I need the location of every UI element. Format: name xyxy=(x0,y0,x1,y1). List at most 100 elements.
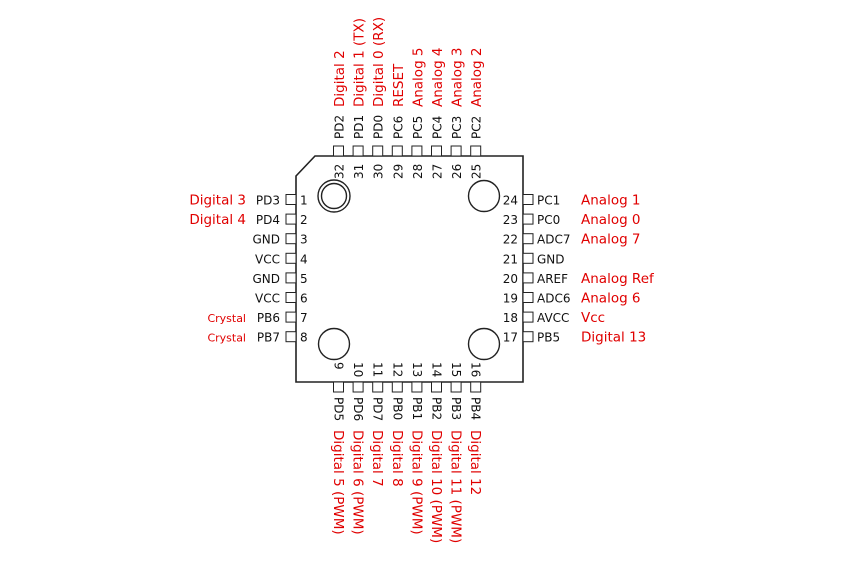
pin-name-24: PC1 xyxy=(537,194,560,208)
pin-number-1: 1 xyxy=(300,194,308,208)
pin-name-4: VCC xyxy=(255,252,280,266)
pin-pad-14 xyxy=(431,381,442,393)
pin-number-30: 30 xyxy=(372,164,386,179)
pin-function-13: Digital 9 (PWM) xyxy=(408,430,424,535)
pin-number-32: 32 xyxy=(333,164,347,179)
pin-number-19: 19 xyxy=(503,292,518,306)
pin-function-25: Analog 2 xyxy=(469,47,485,107)
pin-number-28: 28 xyxy=(411,164,425,179)
pin-function-1: Digital 3 xyxy=(189,193,246,209)
pin-number-18: 18 xyxy=(503,311,518,325)
pin-number-27: 27 xyxy=(431,164,445,179)
pin-number-14: 14 xyxy=(430,362,444,377)
pin-pad-13 xyxy=(411,381,423,393)
pin-name-22: ADC7 xyxy=(537,233,570,247)
pin-pad-12 xyxy=(391,381,403,393)
pin-name-28: PC5 xyxy=(411,116,425,139)
pin-name-15: PB3 xyxy=(449,397,463,420)
pin-pad-1 xyxy=(285,194,297,205)
pin-function-9: Digital 5 (PWM) xyxy=(330,430,346,535)
pin-number-6: 6 xyxy=(300,292,308,306)
pin-name-7: PB6 xyxy=(257,311,280,325)
pin-name-3: GND xyxy=(252,233,280,247)
pin-function-30: Digital 0 (RX) xyxy=(371,17,387,107)
pin-pad-24 xyxy=(522,194,534,205)
pin-number-10: 10 xyxy=(351,362,365,377)
pin-number-29: 29 xyxy=(391,164,405,179)
pin-function-15: Digital 11 (PWM) xyxy=(448,430,464,543)
pin-name-32: PD2 xyxy=(333,115,347,139)
pin-name-27: PC4 xyxy=(431,116,445,139)
pin-pad-11 xyxy=(372,381,384,393)
pin-number-13: 13 xyxy=(410,362,424,377)
pin-name-6: VCC xyxy=(255,292,280,306)
pin-name-19: ADC6 xyxy=(537,292,570,306)
chip-body xyxy=(295,155,524,383)
pin-function-26: Analog 3 xyxy=(450,47,466,107)
corner-mark-top-right xyxy=(467,179,501,213)
pin-pad-2 xyxy=(285,213,297,225)
pin-pad-15 xyxy=(450,381,462,393)
pin-number-21: 21 xyxy=(503,252,518,266)
pin-pad-5 xyxy=(285,272,297,284)
pin-pad-8 xyxy=(285,331,297,343)
pin-pad-29 xyxy=(391,145,403,157)
pin-function-12: Digital 8 xyxy=(389,430,405,487)
pin-number-31: 31 xyxy=(352,164,366,179)
pin-number-17: 17 xyxy=(503,331,518,345)
pin-pad-4 xyxy=(285,252,297,264)
pin-function-28: Analog 5 xyxy=(410,47,426,107)
pin-pad-6 xyxy=(285,292,297,303)
pin-function-23: Analog 0 xyxy=(581,212,641,228)
pin-function-2: Digital 4 xyxy=(189,212,246,228)
pin-pad-10 xyxy=(352,381,364,393)
pin-function-8: Crystal xyxy=(207,332,246,345)
pin-function-17: Digital 13 xyxy=(581,330,646,346)
pin-function-20: Analog Ref xyxy=(581,271,655,287)
pin-number-3: 3 xyxy=(300,233,308,247)
pin-function-14: Digital 10 (PWM) xyxy=(428,430,444,543)
pin-pad-27 xyxy=(431,145,442,157)
pin-name-20: AREF xyxy=(537,272,568,286)
pin-function-22: Analog 7 xyxy=(581,232,641,248)
pin-number-24: 24 xyxy=(503,194,518,208)
pin-pad-31 xyxy=(352,145,364,157)
pin-function-18: Vcc xyxy=(581,310,605,326)
pin-name-25: PC2 xyxy=(470,116,484,139)
pin-pad-9 xyxy=(333,381,344,393)
pin-name-12: PB0 xyxy=(390,397,404,420)
pin-name-30: PD0 xyxy=(372,115,386,139)
pin-function-11: Digital 7 xyxy=(369,430,385,487)
pin-pad-3 xyxy=(285,233,297,245)
pin-pad-25 xyxy=(470,145,482,157)
pin-number-12: 12 xyxy=(390,362,404,377)
pin-pad-21 xyxy=(522,252,534,264)
pin-function-32: Digital 2 xyxy=(332,50,348,107)
pin-name-31: PD1 xyxy=(352,115,366,139)
pin-name-23: PC0 xyxy=(537,213,560,227)
pin-name-17: PB5 xyxy=(537,331,560,345)
pin-pad-16 xyxy=(470,381,482,393)
pin-pad-20 xyxy=(522,272,534,284)
pin-name-26: PC3 xyxy=(450,116,464,139)
pin-name-9: PD5 xyxy=(332,397,346,421)
pin-pad-30 xyxy=(372,145,384,157)
pin-number-9: 9 xyxy=(332,362,346,370)
pin-pad-28 xyxy=(411,145,423,157)
pin-function-27: Analog 4 xyxy=(430,47,446,107)
pin-number-22: 22 xyxy=(503,233,518,247)
pin-function-16: Digital 12 xyxy=(467,430,483,495)
pin-name-2: PD4 xyxy=(256,213,280,227)
pin-pad-26 xyxy=(450,145,462,157)
pin-name-18: AVCC xyxy=(537,311,569,325)
pin-number-8: 8 xyxy=(300,331,308,345)
pin1-marker-outer xyxy=(317,179,351,213)
pin-pad-32 xyxy=(333,145,344,157)
pin-number-25: 25 xyxy=(470,164,484,179)
pin-function-31: Digital 1 (TX) xyxy=(352,18,368,107)
pin-function-7: Crystal xyxy=(207,312,246,325)
pin-number-26: 26 xyxy=(450,164,464,179)
pin-pad-17 xyxy=(522,331,534,343)
